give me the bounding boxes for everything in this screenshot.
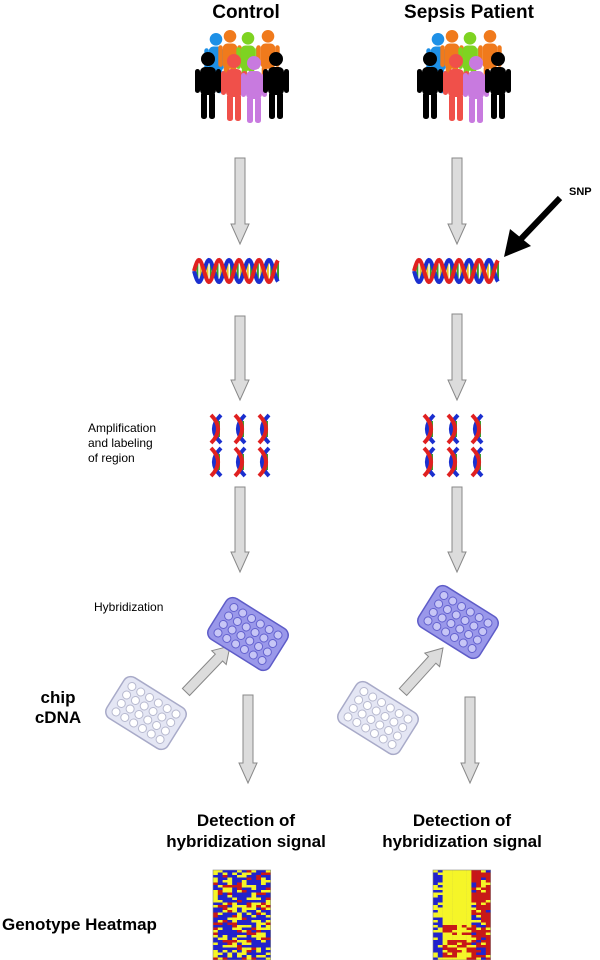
sepsis-heatmap <box>432 869 491 960</box>
control-title: Control <box>212 2 280 23</box>
snp-label: SNP <box>569 186 592 198</box>
amplification-label: Amplification and labeling of region <box>88 421 157 465</box>
sepsis-people-group-icon <box>417 30 511 123</box>
control-dna-helix-icon <box>192 257 280 285</box>
hybridization-label: Hybridization <box>94 600 164 614</box>
control-hybridized-chip <box>207 596 289 672</box>
control-arrow-1 <box>230 157 250 246</box>
sepsis-arrow-3 <box>447 486 467 574</box>
sepsis-amplified-fragments-icon <box>422 413 484 478</box>
control-amplified-fragments-icon <box>209 413 271 478</box>
sepsis-arrow-4 <box>460 696 480 785</box>
sepsis-arrow-1 <box>447 157 467 246</box>
chip-cdna-label: chip cDNA <box>34 688 82 727</box>
sepsis-hybridized-chip <box>417 584 499 660</box>
sepsis-arrow-2 <box>447 313 467 402</box>
control-arrow-2 <box>230 315 250 402</box>
sepsis-hybridization-arrow <box>398 647 444 697</box>
control-cdna-chip <box>105 675 187 751</box>
control-arrow-3 <box>230 486 250 574</box>
control-detection-label: Detection of hybridization signal <box>166 811 326 851</box>
control-people-group-icon <box>195 30 289 123</box>
sepsis-cdna-chip <box>337 680 419 756</box>
sepsis-dna-helix-icon <box>412 257 500 285</box>
control-arrow-4 <box>238 694 258 785</box>
control-heatmap <box>212 869 271 960</box>
snp-arrow <box>504 195 563 257</box>
sepsis-detection-label: Detection of hybridization signal <box>382 811 542 851</box>
sepsis-patient-title: Sepsis Patient <box>404 2 534 23</box>
control-hybridization-arrow <box>181 645 231 697</box>
genotype-heatmap-label: Genotype Heatmap <box>2 915 157 934</box>
